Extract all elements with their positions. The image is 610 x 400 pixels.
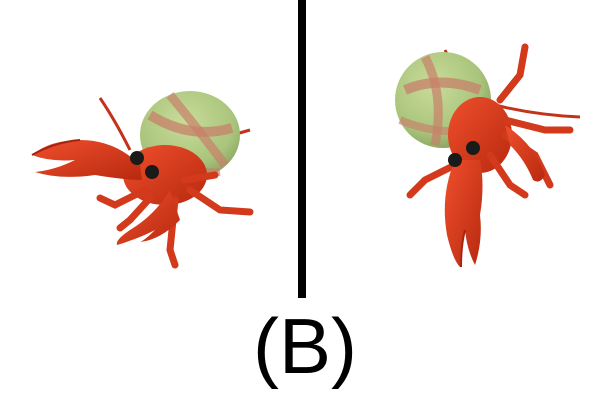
- claw-left: [31, 139, 142, 180]
- figure-caption: (B): [253, 302, 357, 390]
- claw-secondary: [505, 125, 545, 182]
- claw-lower: [116, 190, 180, 245]
- claw-main: [444, 160, 483, 268]
- hermit-crab-right-image: [395, 43, 581, 268]
- hermit-crab-left-image: [31, 91, 254, 269]
- divider-line: [298, 0, 306, 298]
